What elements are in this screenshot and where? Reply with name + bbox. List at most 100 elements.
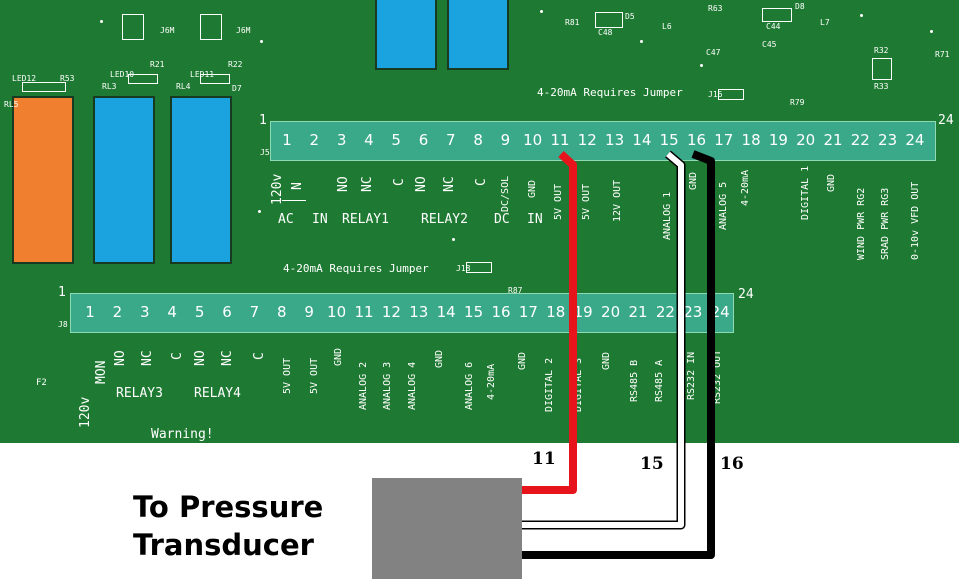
- upper_strip-pin-11: 11: [550, 131, 570, 149]
- silk-component: [22, 82, 66, 92]
- group-label-relay4: RELAY4: [194, 386, 241, 401]
- silk-dot: [930, 30, 933, 33]
- silk-dot: [100, 20, 103, 23]
- silk-dot: [260, 40, 263, 43]
- upper-terminal-strip: [270, 121, 936, 161]
- lower_strip-pin-7: 7: [249, 303, 260, 321]
- lower_strip-pin-5: 5: [194, 303, 205, 321]
- lower_strip-pin-14: 14: [436, 303, 456, 321]
- wire-label-16: 16: [720, 454, 744, 474]
- silk-text: R33: [874, 82, 889, 91]
- upper_strip-pin-8: 8: [473, 131, 483, 149]
- lower_strip-pin-20: 20: [601, 303, 621, 321]
- silk-text: J6M: [236, 26, 251, 35]
- silk-text: R63: [708, 4, 723, 13]
- jumper-note-top: 4-20mA Requires Jumper: [537, 86, 683, 99]
- lower_strip-pin-11: 11: [354, 303, 374, 321]
- wire-white: [522, 151, 684, 528]
- silk-text: J6M: [160, 26, 175, 35]
- silk-dot: [452, 238, 455, 241]
- upper_strip-pin-17: 17: [714, 131, 734, 149]
- silk-text: L7: [820, 18, 830, 27]
- silk-component: [872, 58, 892, 80]
- silk-text: LED12: [12, 74, 37, 83]
- upper_strip-pin-10: 10: [523, 131, 543, 149]
- lower-strip-left-number: 1: [58, 285, 66, 300]
- silk-text: R53: [60, 74, 75, 83]
- group-label-relay3: RELAY3: [116, 386, 163, 401]
- silk-text: D5: [625, 12, 635, 21]
- upper-strip-right-number: 24: [938, 113, 954, 128]
- silk-text: LED11: [190, 70, 215, 79]
- upper_strip-pin-1: 1: [282, 131, 292, 149]
- upper_strip-pin-5: 5: [391, 131, 401, 149]
- silk-line: [282, 200, 306, 202]
- upper_strip-pin-24: 24: [905, 131, 925, 149]
- jumper-j16: [718, 89, 744, 100]
- silk-component: [200, 14, 222, 40]
- fuse-label: F2: [36, 378, 47, 388]
- upper_strip-pin-9: 9: [500, 131, 511, 149]
- transducer-caption-line2: Transducer: [133, 528, 314, 562]
- wire-label-11: 11: [532, 449, 556, 469]
- upper_strip-pin-4: 4: [364, 131, 374, 149]
- silk-dot: [640, 40, 643, 43]
- wire-label-15: 15: [640, 454, 664, 474]
- upper_strip-pin-15: 15: [659, 131, 679, 149]
- jumper-note-mid: 4-20mA Requires Jumper: [283, 262, 429, 275]
- circuit-board: LED12 R53 RL3 LED10 R21 RL4 LED11 R22 D7…: [0, 0, 959, 443]
- silk-text: RL4: [176, 82, 191, 91]
- lower_strip-pin-15: 15: [464, 303, 484, 321]
- lower-terminal-strip: [70, 293, 734, 333]
- group-label-relay2: RELAY2: [421, 212, 468, 227]
- silk-text: C45: [762, 40, 777, 49]
- silk-dot: [700, 64, 703, 67]
- lower_strip-pin-3: 3: [140, 303, 150, 321]
- silk-text: R21: [150, 60, 165, 69]
- jumper-j18: [466, 262, 492, 273]
- silk-text: C44: [766, 22, 781, 31]
- wire-red: [522, 151, 577, 494]
- silk-component: [128, 74, 158, 84]
- lower_strip-pin-23: 23: [683, 303, 703, 321]
- jumper-ref-mid: J18: [456, 264, 471, 273]
- lower_strip-pin-13: 13: [409, 303, 429, 321]
- silk-text: R32: [874, 46, 889, 55]
- pressure-transducer-box: [372, 478, 522, 579]
- warning-text: Warning!: [151, 427, 214, 442]
- lower_strip-pin-10: 10: [327, 303, 347, 321]
- lower_strip-pin-9: 9: [304, 303, 314, 321]
- relay-top-2: [447, 0, 509, 70]
- upper_strip-pin-22: 22: [850, 131, 870, 149]
- silk-component: [762, 8, 792, 22]
- upper-strip-ref: J5: [260, 148, 270, 157]
- relay-blue-2: [170, 96, 232, 264]
- wire-black: [522, 150, 715, 559]
- lower_strip-pin-22: 22: [655, 303, 675, 321]
- upper_strip-pin-21: 21: [823, 131, 843, 149]
- transducer-caption-line1: To Pressure: [133, 490, 324, 524]
- silk-text: R71: [935, 50, 950, 59]
- upper_strip-pin-19: 19: [768, 131, 788, 149]
- silk-component: [595, 12, 623, 28]
- relay-top-1: [375, 0, 437, 70]
- silk-text: C47: [706, 48, 721, 57]
- silk-dot: [540, 10, 543, 13]
- silk-text: L6: [662, 22, 672, 31]
- silk-text: RL5: [4, 100, 19, 109]
- silk-text: RL3: [102, 82, 117, 91]
- upper_strip-pin-2: 2: [309, 131, 320, 149]
- lower-strip-ref: J8: [58, 320, 68, 329]
- silk-text: R79: [790, 98, 805, 107]
- upper_strip-pin-12: 12: [577, 131, 597, 149]
- lower_strip-pin-1: 1: [85, 303, 95, 321]
- upper_strip-pin-13: 13: [605, 131, 625, 149]
- upper-strip-left-number: 1: [259, 113, 267, 128]
- silk-dot: [860, 14, 863, 17]
- group-label-dc-in: IN: [527, 212, 543, 227]
- relay-blue-1: [93, 96, 155, 264]
- upper_strip-pin-20: 20: [796, 131, 816, 149]
- lower_strip-pin-18: 18: [546, 303, 566, 321]
